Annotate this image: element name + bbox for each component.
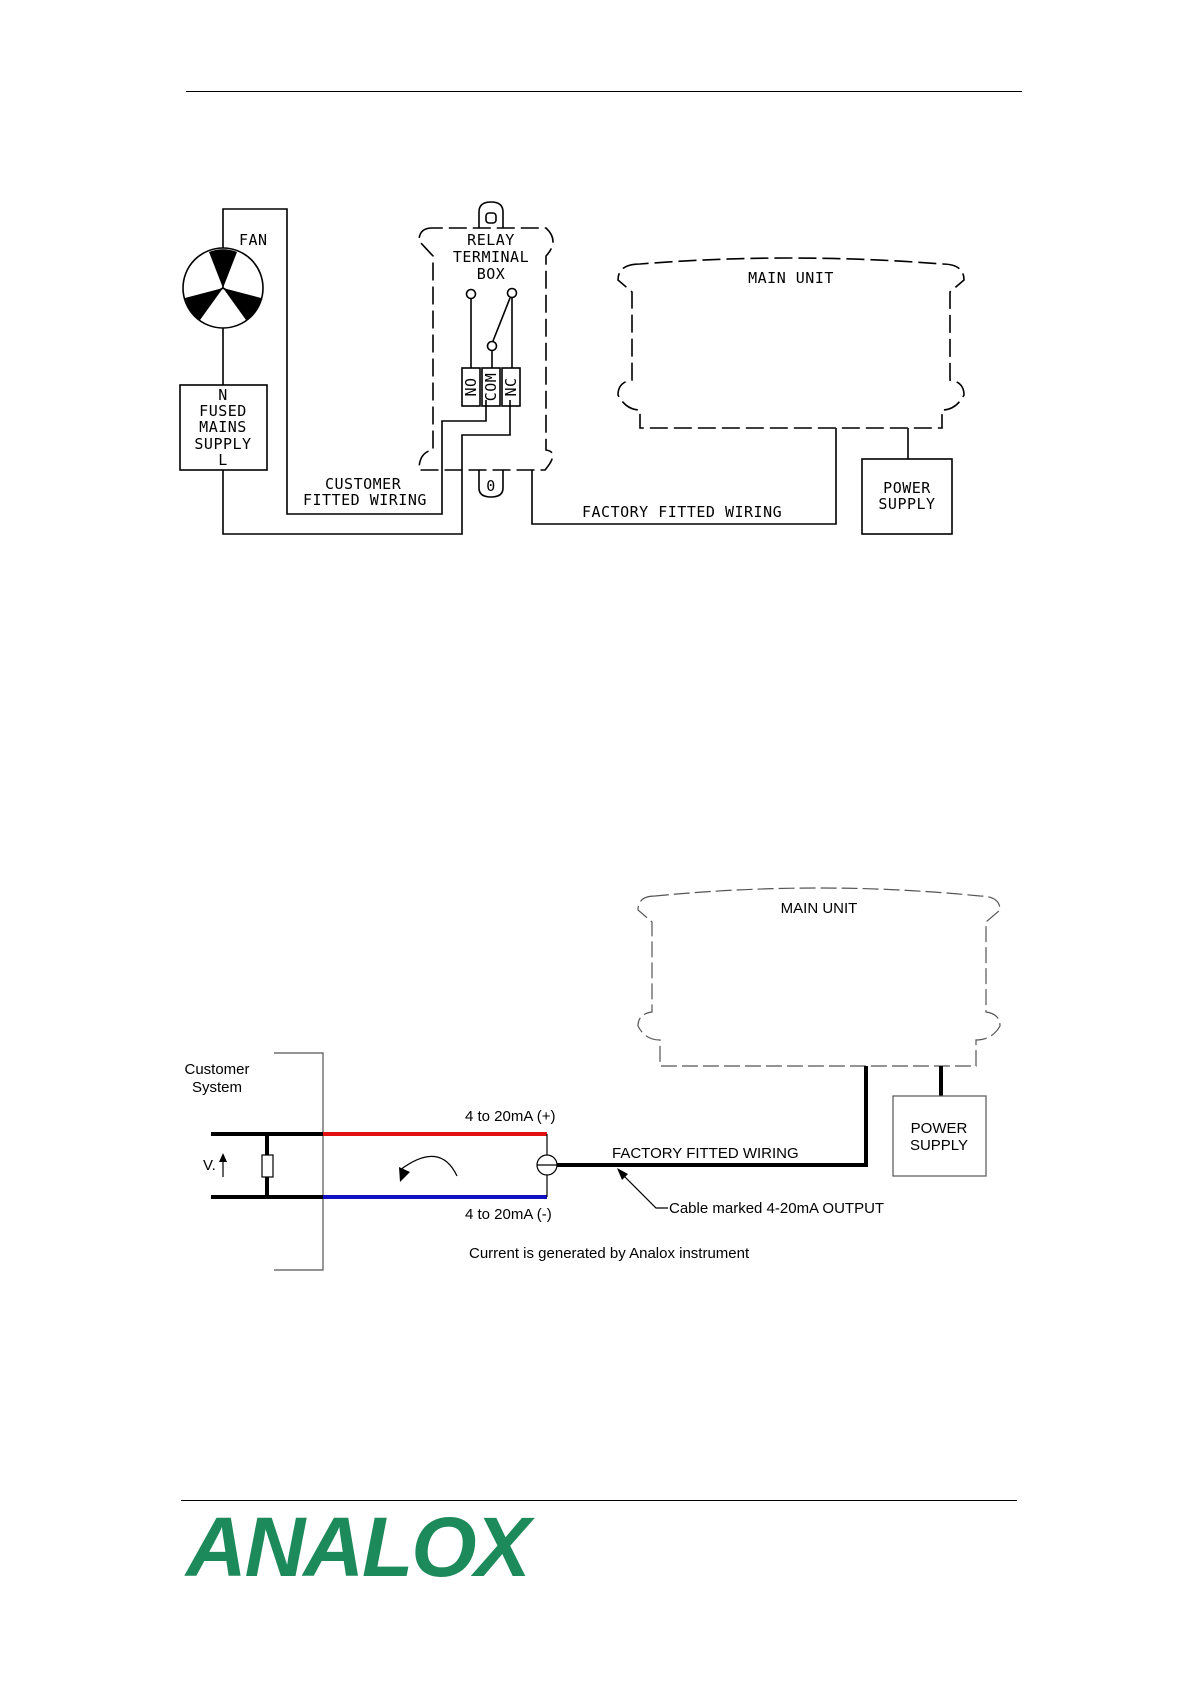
power-supply-label-line2: SUPPLY xyxy=(878,495,935,513)
customer-system-label-line1: Customer xyxy=(184,1061,249,1078)
customer-wiring-label-line2: FITTED WIRING xyxy=(303,491,427,509)
fan-label: FAN xyxy=(239,231,268,249)
terminal-nc-label: NC xyxy=(502,377,520,396)
negative-label: 4 to 20mA (-) xyxy=(465,1206,552,1223)
relay-cap-label: 0 xyxy=(486,477,496,495)
positive-label: 4 to 20mA (+) xyxy=(465,1108,555,1125)
factory-wiring-label: FACTORY FITTED WIRING xyxy=(582,503,782,521)
factory-wiring-label-2: FACTORY FITTED WIRING xyxy=(612,1145,799,1162)
customer-system-label-line2: System xyxy=(192,1079,242,1096)
customer-wire-live xyxy=(223,209,486,514)
load-resistor-icon xyxy=(262,1155,273,1177)
fan-icon xyxy=(183,248,263,328)
supply-label-l: L xyxy=(218,451,228,469)
relay-label-line2: TERMINAL xyxy=(453,248,529,266)
contact-com-icon xyxy=(488,342,497,351)
voltage-arrow-icon xyxy=(219,1153,227,1162)
relay-label-line3: BOX xyxy=(477,265,506,283)
voltage-label: V. xyxy=(203,1157,216,1174)
contact-nc-icon xyxy=(508,289,517,298)
contact-no-icon xyxy=(467,290,476,299)
main-unit-label-2: MAIN UNIT xyxy=(781,900,858,917)
cable-callout-line xyxy=(620,1172,668,1208)
relay-wiring-diagram: FAN N FUSED MAINS SUPPLY L CUSTOMER FITT… xyxy=(180,202,964,534)
cable-label: Cable marked 4-20mA OUTPUT xyxy=(669,1200,884,1217)
power-supply-label-2-line1: POWER xyxy=(911,1120,968,1137)
main-unit-label: MAIN UNIT xyxy=(748,269,834,287)
analox-logo: ANALOX xyxy=(186,1505,529,1589)
current-note: Current is generated by Analox instrumen… xyxy=(469,1245,750,1262)
terminal-com-label: COM xyxy=(482,373,500,402)
customer-system-boundary xyxy=(274,1053,323,1270)
supply-label-mains: MAINS xyxy=(199,418,247,436)
terminal-no-label: NO xyxy=(462,377,480,396)
relay-label-line1: RELAY xyxy=(467,231,515,249)
power-supply-label-2-line2: SUPPLY xyxy=(910,1137,968,1154)
current-output-diagram: MAIN UNIT POWER SUPPLY Customer System V… xyxy=(184,888,1000,1270)
